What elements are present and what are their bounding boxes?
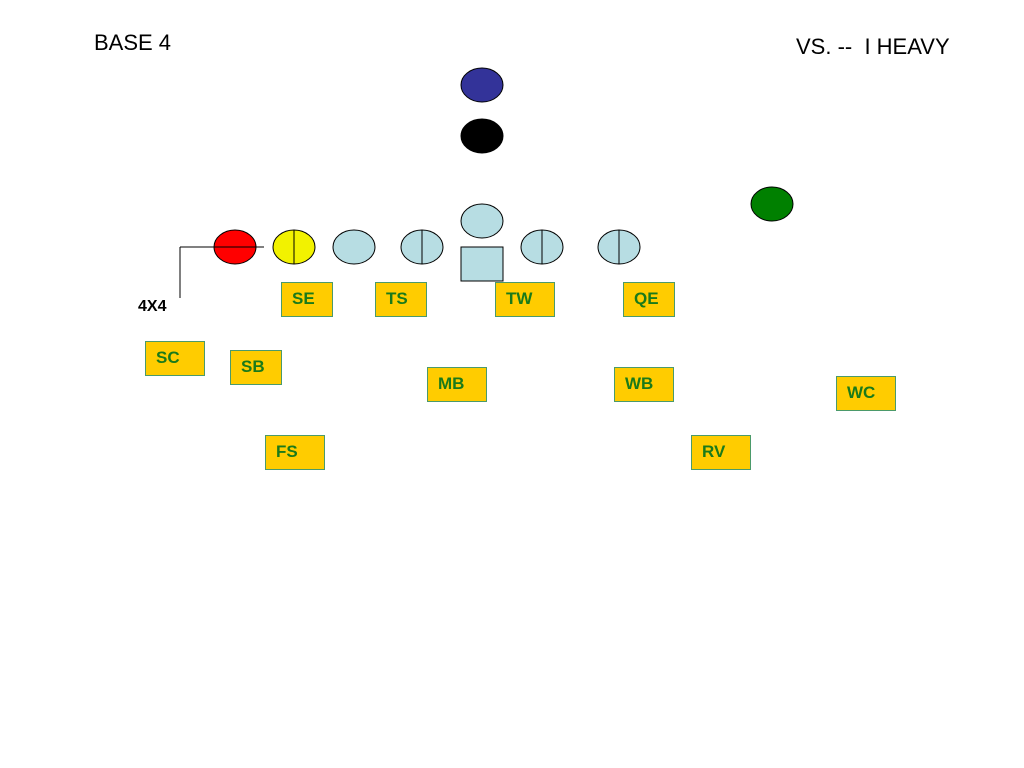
defender-wc: WC [836,376,896,411]
defender-wb: WB [614,367,674,402]
defender-ts: TS [375,282,427,317]
defender-tw: TW [495,282,555,317]
guard-left-marker [332,229,376,265]
diagram-title: BASE 4 [94,30,172,55]
spacing-label: 4X4 [138,298,167,315]
defender-fs: FS [265,435,325,470]
defender-qe: QE [623,282,675,317]
defender-mb: MB [427,367,487,402]
defender-rv: RV [691,435,751,470]
flanker-marker [750,186,794,222]
diagram-subtitle: VS. -- I HEAVY [796,34,950,59]
defender-sb: SB [230,350,282,385]
defender-sc: SC [145,341,205,376]
quarterback-marker [460,67,504,103]
defender-se: SE [281,282,333,317]
center-marker [460,246,504,282]
tailback-marker [460,118,504,154]
fullback-marker [460,203,504,239]
